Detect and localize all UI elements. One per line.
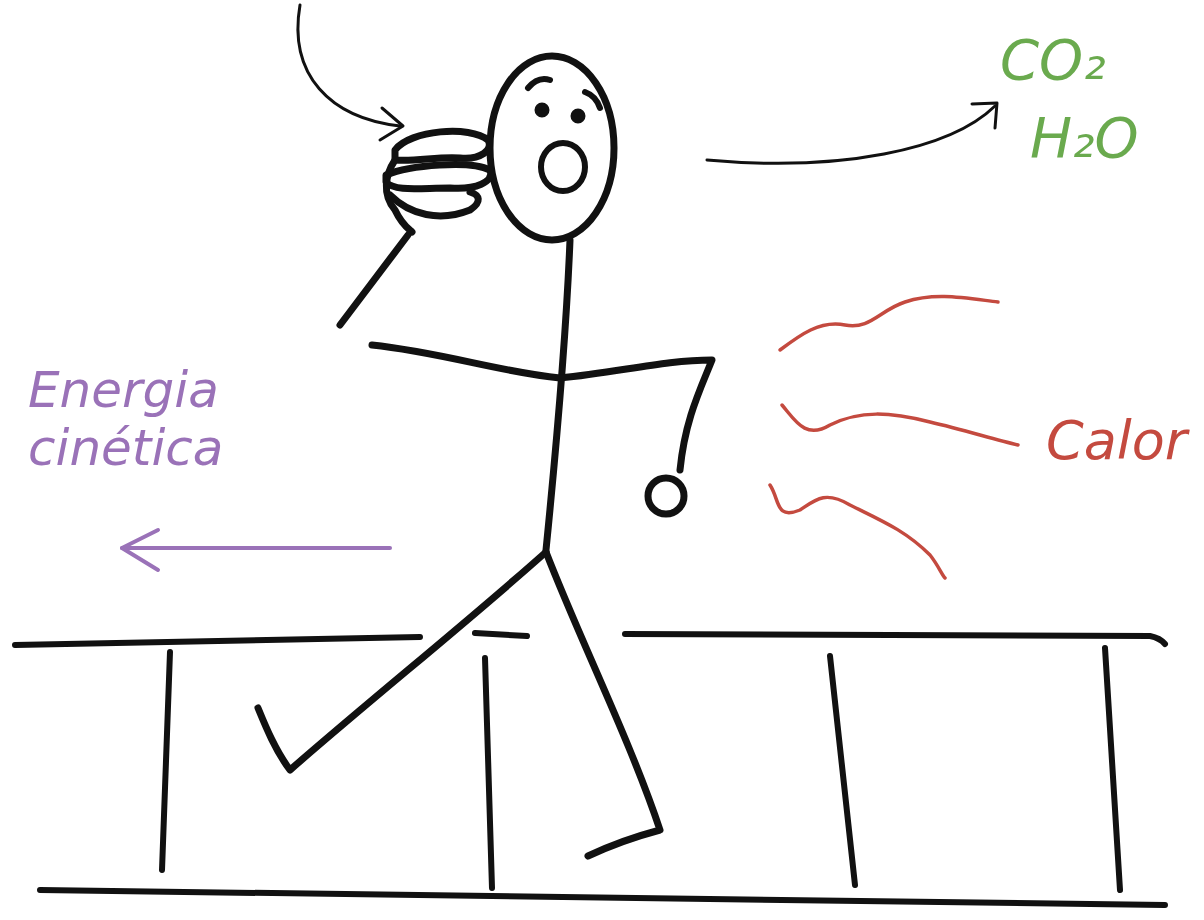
track-post bbox=[1105, 648, 1120, 890]
heat-wave bbox=[780, 297, 998, 350]
track-rail bbox=[475, 633, 527, 636]
track-post bbox=[830, 656, 855, 885]
food-arrow bbox=[298, 5, 400, 126]
food-bun bbox=[395, 131, 489, 160]
stick-arm bbox=[340, 235, 408, 325]
stick-head bbox=[490, 56, 614, 240]
stick-arm bbox=[372, 345, 712, 470]
eyebrow bbox=[585, 92, 600, 108]
track-post bbox=[485, 658, 492, 888]
eye bbox=[574, 112, 582, 120]
annotation-label: Calor bbox=[1046, 410, 1204, 472]
annotation-label: CO₂ bbox=[1000, 28, 1200, 92]
exhale-arrow bbox=[707, 106, 995, 163]
stick-leg bbox=[546, 552, 660, 856]
food-bun bbox=[386, 165, 491, 189]
annotation-label: H₂O bbox=[1030, 106, 1204, 170]
track-post bbox=[162, 652, 170, 870]
heat-wave bbox=[782, 405, 1018, 445]
stick-leg bbox=[258, 552, 546, 770]
track-base bbox=[40, 890, 1165, 905]
track-rail bbox=[625, 634, 1165, 644]
eyebrow bbox=[528, 79, 550, 88]
annotation-label: Energia cinética bbox=[28, 362, 278, 477]
track-rail bbox=[15, 637, 420, 645]
stick-body bbox=[546, 240, 570, 550]
open-mouth bbox=[541, 143, 585, 191]
fist bbox=[386, 160, 412, 232]
kinetic-arrow bbox=[122, 546, 390, 550]
arrow-head bbox=[972, 103, 997, 128]
food-bun bbox=[390, 192, 478, 216]
heat-wave bbox=[770, 485, 945, 578]
eye bbox=[538, 106, 546, 114]
arrow-head bbox=[122, 530, 158, 570]
arrow-head bbox=[380, 108, 403, 140]
stick-hand bbox=[648, 478, 684, 514]
